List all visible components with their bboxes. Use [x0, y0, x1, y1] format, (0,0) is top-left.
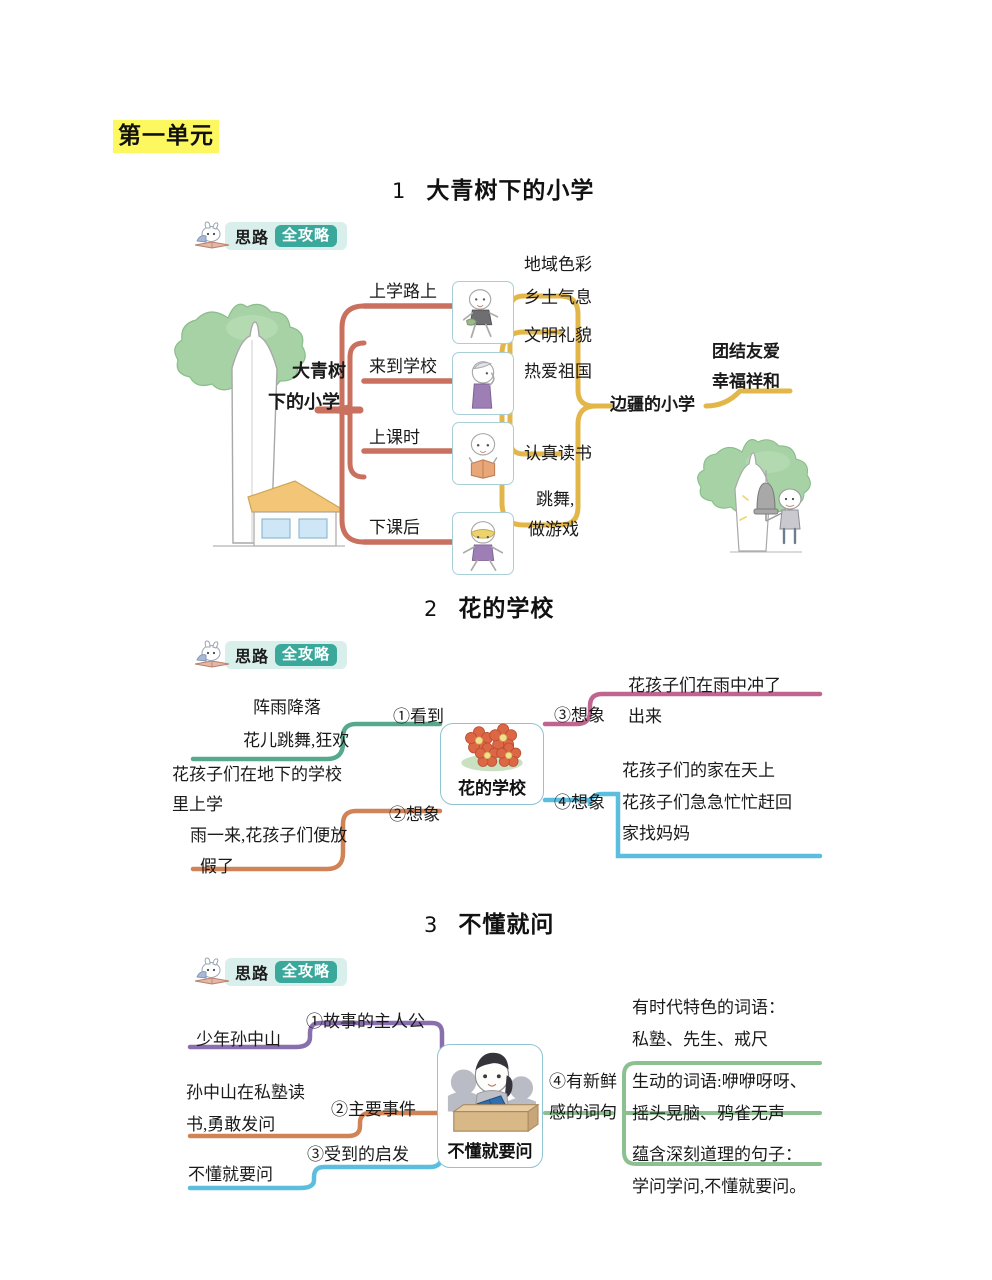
map3-b3-g1-line0: 生动的词语:咿咿呀呀、 [632, 1072, 807, 1091]
map2-b1-id: ②想象 [389, 805, 440, 824]
map2-b0-line0: 阵雨降落 [253, 698, 321, 717]
siluquangonglue-badge-1: 思路 全攻略 [191, 221, 347, 250]
map3-b3-id2: 感的词句 [549, 1103, 617, 1122]
rabbit-reading-icon [194, 957, 230, 985]
map2-b1-line3: 假了 [200, 857, 234, 876]
siluquangonglue-badge-3: 思路 全攻略 [191, 957, 347, 986]
badge-word: 思路 [235, 647, 270, 666]
classroom-student-icon [447, 1052, 540, 1133]
map3-b3-id: ④有新鲜 [549, 1072, 617, 1091]
illustration-box-child-walking [452, 281, 514, 344]
map2-b1-line1: 里上学 [172, 795, 223, 814]
siluquangonglue-badge-2: 思路 全攻略 [191, 640, 347, 669]
map3-b1-line0: 孙中山在私塾读 [186, 1083, 305, 1102]
badge-pill: 全攻略 [275, 225, 338, 247]
map1-trait-6: 做游戏 [528, 520, 579, 539]
lesson-number-1: 1 [392, 179, 407, 203]
map3-b1-line1: 书,勇敢发问 [186, 1115, 276, 1134]
map1-root-line2: 下的小学 [268, 392, 340, 413]
rabbit-reading-icon [194, 640, 230, 668]
map1-root-line1: 大青树 [292, 361, 346, 382]
map3-b3-g0-line0: 有时代特色的词语： [632, 998, 785, 1017]
badge-pill: 全攻略 [275, 644, 338, 666]
child-reading-icon [468, 433, 498, 479]
map1-stage-label-1: 来到学校 [369, 357, 437, 376]
child-playing-icon [462, 521, 504, 571]
map3-b2-line0: 不懂就要问 [188, 1165, 273, 1184]
unit-banner: 第一单元 [113, 120, 219, 154]
lesson-name-1: 大青树下的小学 [426, 178, 595, 204]
map1-stage-label-3: 下课后 [369, 518, 420, 537]
lesson-title-2: 2 花的学校 [424, 589, 554, 623]
badge-word: 思路 [235, 964, 270, 983]
lesson-title-3: 3 不懂就问 [424, 905, 554, 939]
map3-b3-g0-line1: 私塾、先生、戒尺 [632, 1030, 768, 1049]
red-flowers-icon [461, 723, 523, 772]
child-walking-icon [462, 289, 499, 339]
lesson-name-2: 花的学校 [458, 596, 555, 622]
map1-stage-label-2: 上课时 [369, 428, 420, 447]
child-greeting-icon [471, 361, 495, 409]
map3-b0-id: ①故事的主人公 [306, 1012, 425, 1031]
map1-trait-5: 跳舞, [536, 490, 575, 509]
map3-b3-g1-line1: 摇头晃脑、鸦雀无声 [632, 1104, 785, 1123]
map1-trait-1: 乡土气息 [524, 288, 592, 307]
illustration-box-child-reading [452, 422, 514, 485]
lesson-title-1: 1 大青树下的小学 [392, 171, 594, 205]
map3-b1-id: ②主要事件 [331, 1100, 416, 1119]
map1-trait-0: 地域色彩 [524, 255, 592, 274]
illustration-box-child-greeting [452, 352, 514, 415]
map2-b2-id: ③想象 [554, 706, 605, 725]
rabbit-reading-icon [194, 221, 230, 249]
map2-b2-line0: 花孩子们在雨中冲了 [628, 676, 781, 695]
map1-stage-label-0: 上学路上 [369, 282, 437, 301]
map2-b1-line0: 花孩子们在地下的学校 [172, 765, 342, 784]
map2-b3-line1: 花孩子们急急忙忙赶回 [622, 793, 792, 812]
map1-trait-4: 认真读书 [524, 444, 592, 463]
map2-b0-id: ①看到 [393, 707, 444, 726]
illustration-box-child-playing [452, 512, 514, 575]
map2-b3-id: ④想象 [554, 793, 605, 812]
badge-word: 思路 [235, 228, 270, 247]
map3-b0-line0: 少年孙中山 [196, 1030, 281, 1049]
map1-trait-2: 文明礼貌 [524, 326, 592, 345]
map3-b2-id: ③受到的启发 [307, 1145, 409, 1164]
lesson-name-3: 不懂就问 [458, 912, 555, 938]
map3-center-box: 不懂就要问 [437, 1044, 543, 1168]
lesson-number-2: 2 [424, 597, 439, 621]
map1-conclusion-line2: 幸福祥和 [712, 372, 780, 392]
map2-b0-line1: 花儿跳舞,狂欢 [243, 731, 350, 750]
map1-trait-3: 热爱祖国 [524, 362, 592, 381]
map1-hub-label: 边疆的小学 [610, 395, 695, 415]
map1-conclusion-line1: 团结友爱 [712, 342, 780, 362]
tree-bell-and-child-icon [697, 439, 811, 553]
map3-b3-g2-line0: 蕴含深刻道理的句子： [632, 1145, 802, 1164]
map2-b3-line0: 花孩子们的家在天上 [622, 761, 775, 780]
map2-center-label: 花的学校 [458, 779, 526, 799]
map2-center-box: 花的学校 [440, 723, 544, 805]
big-tree-and-house-icon [174, 303, 345, 547]
map3-center-label: 不懂就要问 [447, 1142, 533, 1162]
map2-b2-line1: 出来 [628, 707, 662, 726]
lesson-number-3: 3 [424, 913, 439, 937]
map2-b1-line2: 雨一来,花孩子们便放 [190, 826, 348, 845]
badge-pill: 全攻略 [275, 961, 338, 983]
map3-b3-g2-line1: 学问学问,不懂就要问。 [632, 1177, 807, 1196]
map2-b3-line2: 家找妈妈 [622, 824, 690, 843]
